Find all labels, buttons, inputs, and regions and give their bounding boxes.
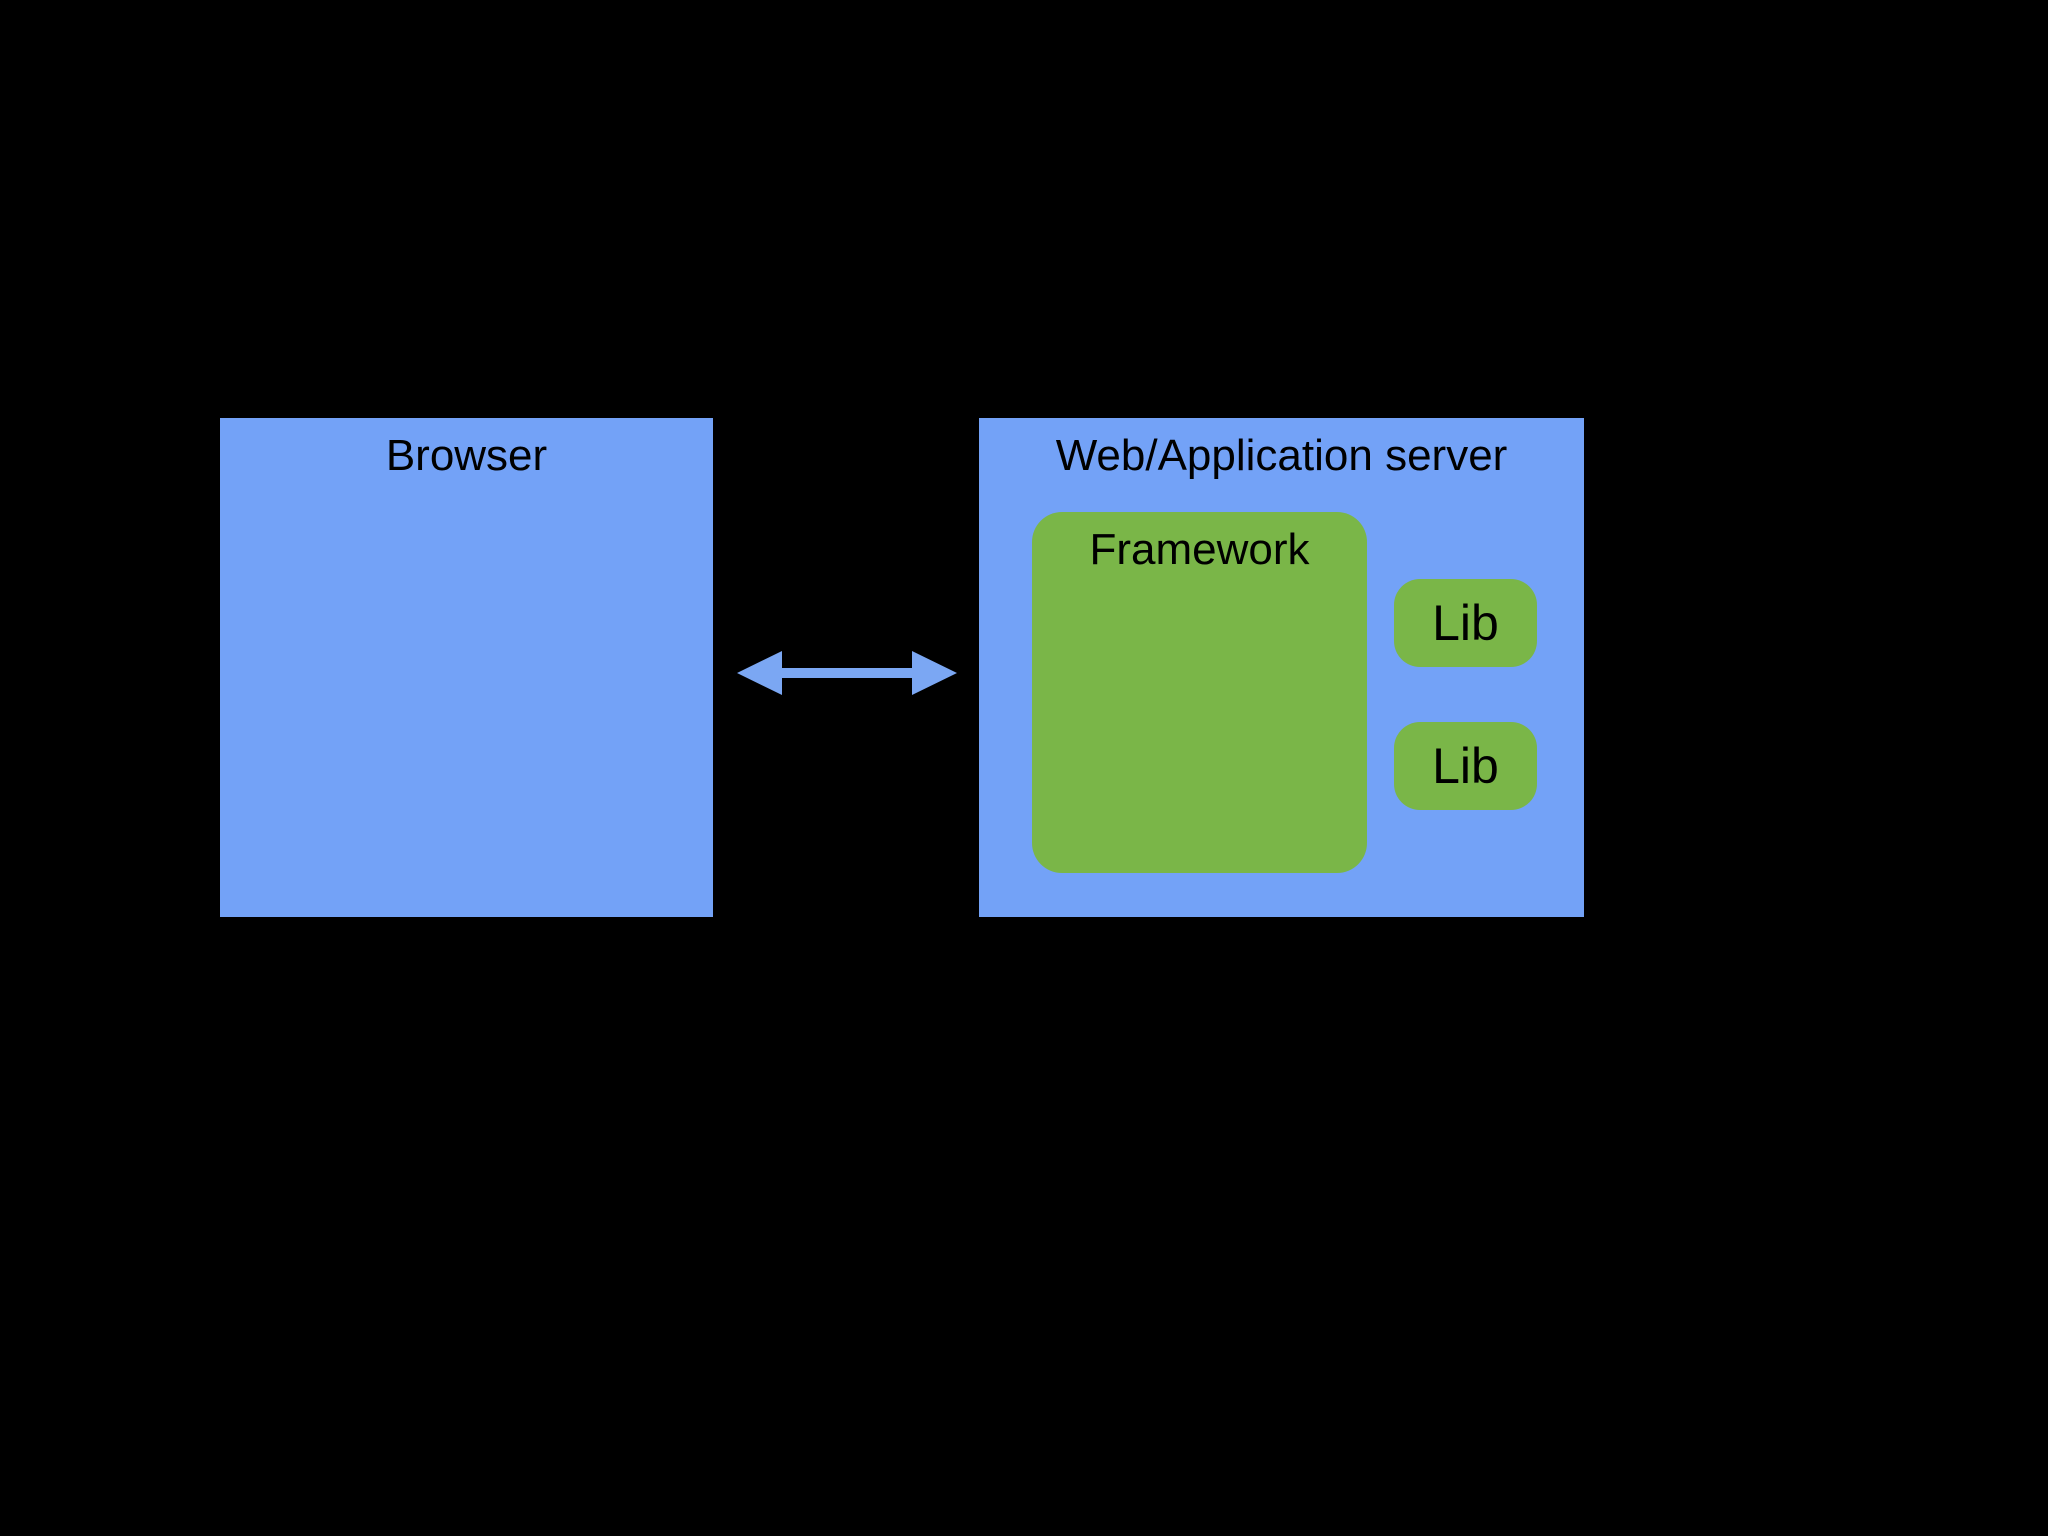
lib-box-1-label: Lib [1432,595,1499,651]
framework-box: Framework [1032,512,1367,873]
lib-box-2: Lib [1394,722,1537,810]
framework-box-label: Framework [1089,525,1310,574]
server-box: Web/Application server Framework Lib Lib [979,418,1584,917]
double-arrow-shape [737,651,957,695]
browser-box-label: Browser [385,431,548,480]
server-box-label: Web/Application server [1055,431,1508,480]
browser-box: Browser [220,418,713,917]
browser-server-double-arrow-icon [737,651,957,695]
lib-box-1: Lib [1394,579,1537,667]
lib-box-2-label: Lib [1432,738,1499,794]
